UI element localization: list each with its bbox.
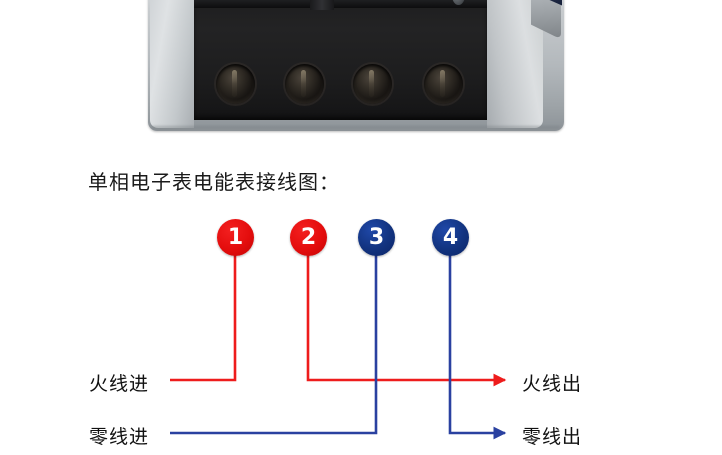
meter-lip-screw [452, 0, 465, 5]
wiring-diagram: 1 2 3 4 火线进 零线进 火线出 零线出 [0, 205, 722, 455]
meter-top-lip [150, 0, 542, 8]
label-live-in: 火线进 [89, 373, 150, 395]
label-neutral-in: 零线进 [89, 426, 150, 448]
terminal-hole-2 [285, 64, 324, 104]
terminal-badge-1[interactable]: 1 [217, 219, 254, 256]
terminal-hole-3 [353, 64, 392, 104]
terminal-badge-3[interactable]: 3 [358, 219, 395, 256]
terminal-hole-1 [216, 64, 255, 104]
meter-terminal-photo [0, 0, 722, 150]
diagram-title: 单相电子表电能表接线图： [88, 170, 340, 194]
wire-live-out [306, 253, 507, 387]
wire-neutral-out [448, 253, 507, 440]
label-neutral-out: 零线出 [522, 426, 583, 448]
terminal-badge-4[interactable]: 4 [432, 219, 469, 256]
terminal-hole-4 [424, 64, 463, 104]
wire-neutral-in [170, 253, 378, 435]
meter-body-shadow [152, 126, 560, 131]
wire-live-in [170, 253, 237, 382]
wire-paths [170, 253, 507, 440]
meter-left-pillar [150, 0, 194, 128]
terminal-badge-2[interactable]: 2 [290, 219, 327, 256]
meter-top-notch [310, 0, 334, 10]
label-live-out: 火线出 [522, 373, 583, 395]
